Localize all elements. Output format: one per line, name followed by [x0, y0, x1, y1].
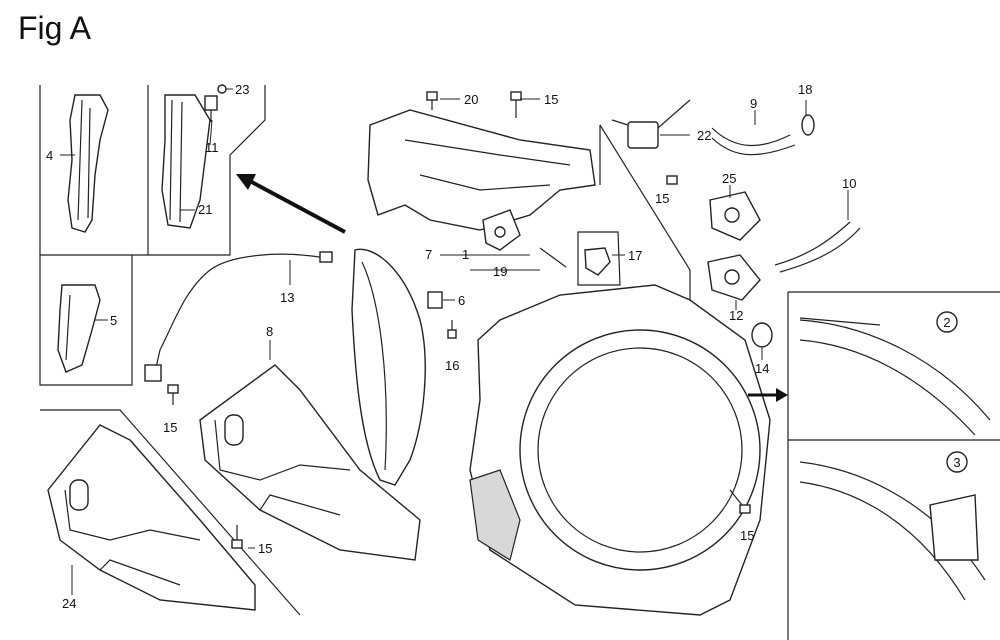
callout-9: 9 [750, 96, 757, 111]
callout-4: 4 [46, 148, 53, 163]
part-24-lower-shroud [47, 424, 256, 611]
part-1-switch [482, 209, 521, 251]
detail-marker-2: 2 [936, 311, 958, 333]
part-17-holder [577, 231, 621, 286]
detail-marker-3: 3 [946, 451, 968, 473]
callout-15-lower: 15 [258, 541, 272, 556]
callout-1: 1 [462, 247, 469, 262]
callout-22: 22 [697, 128, 711, 143]
callout-16: 16 [445, 358, 459, 373]
callout-25: 25 [722, 171, 736, 186]
part-15-screw-main [729, 489, 751, 514]
callout-19: 19 [493, 264, 507, 279]
callout-5: 5 [110, 313, 117, 328]
part-center-curved-shroud [351, 248, 426, 486]
callout-18: 18 [798, 82, 812, 97]
callout-15-left: 15 [163, 420, 177, 435]
part-14-grommet [751, 322, 773, 348]
callout-11: 11 [205, 140, 219, 155]
callout-10: 10 [842, 176, 856, 191]
part-22-module [611, 99, 691, 149]
callout-labels: 4 5 21 11 23 13 8 15 15 24 20 15 22 15 7… [46, 82, 856, 611]
callout-12: 12 [729, 308, 743, 323]
part-21-shroud [161, 94, 211, 229]
callout-15-top: 15 [544, 92, 558, 107]
callout-7: 7 [425, 247, 432, 262]
detail-3-label: 3 [953, 455, 960, 470]
inset-detail-2 [799, 317, 991, 436]
leader-lines [60, 88, 849, 595]
part-5-bracket [57, 284, 101, 373]
part-6-clip [427, 291, 443, 309]
part-12-regulator [707, 254, 761, 301]
part-15-screw-module [666, 175, 678, 185]
callout-21: 21 [198, 202, 212, 217]
part-19-screw [539, 247, 567, 268]
part-25-regulator [709, 191, 761, 241]
part-15-screw-top [510, 91, 522, 118]
direction-arrow [236, 174, 346, 234]
part-10-wire [774, 221, 861, 273]
part-9-wire [711, 127, 796, 156]
callout-13: 13 [280, 290, 294, 305]
detail-2-label: 2 [943, 315, 950, 330]
inset-arrow [748, 388, 788, 402]
part-11-clip [204, 95, 218, 122]
panel-frames [39, 85, 1000, 640]
inset-detail-3 [799, 461, 986, 601]
part-top-air-guide [367, 109, 596, 231]
part-20-screw [426, 91, 438, 110]
callout-8: 8 [266, 324, 273, 339]
part-8-lower-shroud [199, 364, 421, 561]
callout-15-module: 15 [655, 191, 669, 206]
part-4-side-shield [67, 94, 109, 233]
callout-17: 17 [628, 248, 642, 263]
callout-23: 23 [235, 82, 249, 97]
part-13-harness [144, 251, 333, 382]
part-23-screw [217, 84, 227, 94]
callout-24: 24 [62, 596, 76, 611]
main-fan-cover [469, 284, 771, 616]
part-15-screw-left [167, 384, 179, 405]
part-16-screw [447, 320, 457, 339]
part-18-clamp [801, 114, 815, 136]
callout-20: 20 [464, 92, 478, 107]
part-15-screw-lower [231, 525, 243, 549]
callout-6: 6 [458, 293, 465, 308]
callout-15-main: 15 [740, 528, 754, 543]
callout-14: 14 [755, 361, 769, 376]
figure-title: Fig A [18, 10, 91, 46]
